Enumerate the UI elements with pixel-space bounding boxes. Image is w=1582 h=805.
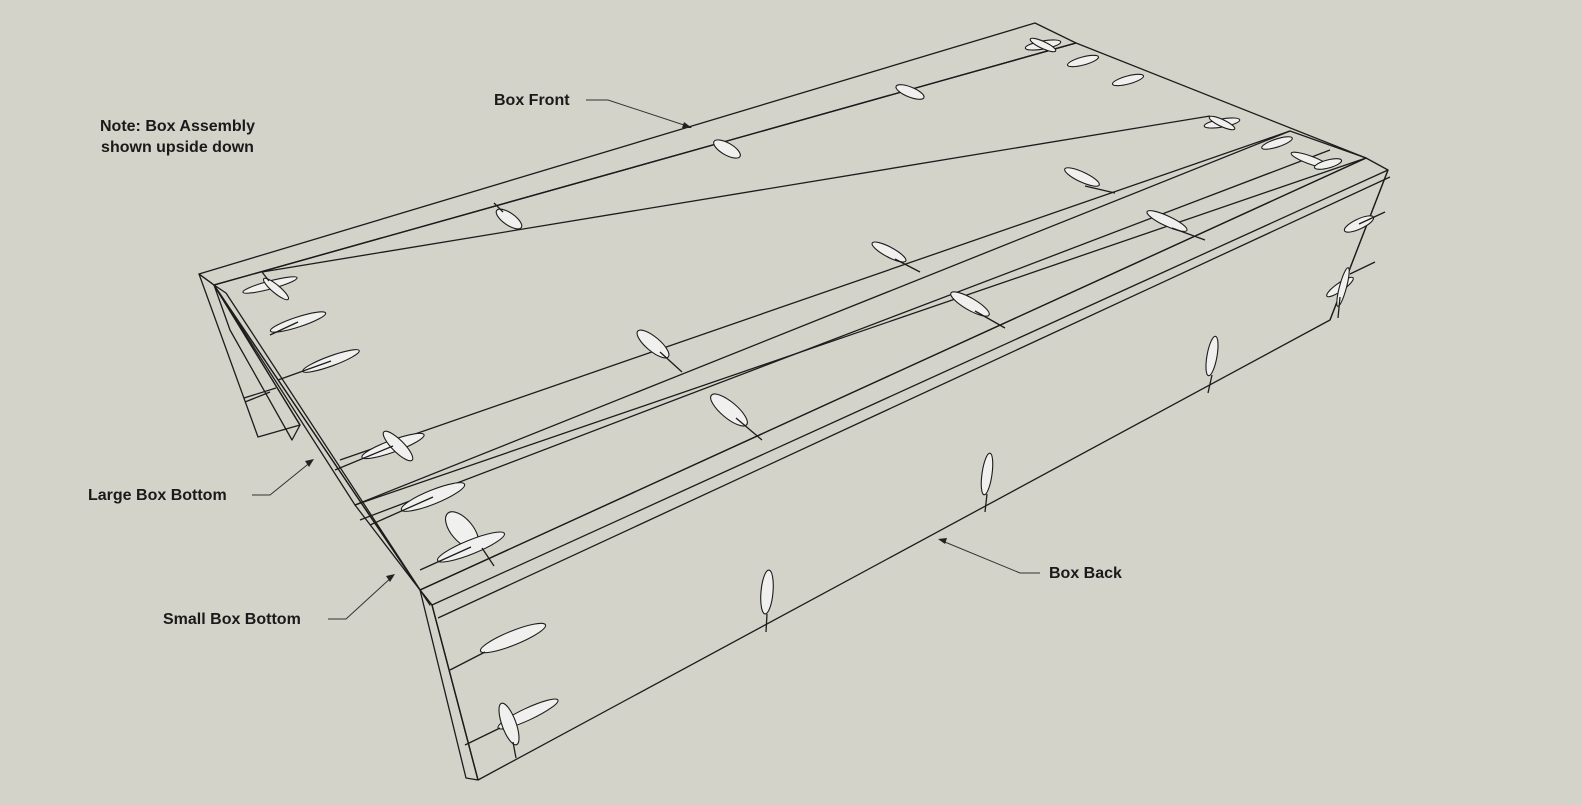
biscuit-slot [1208,115,1236,131]
biscuit-slots [242,37,1375,746]
bottom-panels-left-edge [213,284,421,591]
biscuit-slot [1111,73,1145,87]
box-back-end-face [419,589,479,781]
biscuit-slot [980,452,994,496]
biscuit-slot [1336,267,1350,307]
biscuit-slot [1205,335,1219,377]
box-front-leader-arrow [682,122,692,128]
label-large-box-bottom: Large Box Bottom [88,487,227,504]
leader-lines [252,99,1040,620]
label-small-box-bottom: Small Box Bottom [163,611,301,628]
biscuit-slot [713,139,741,159]
biscuit-slot [1313,158,1343,170]
biscuit-slot [710,393,748,427]
label-box-front: Box Front [494,92,570,109]
biscuit-slot [495,208,523,230]
biscuit-slot [871,241,907,263]
biscuit-slot [760,569,774,615]
assembly-note-line1: Note: Box Assembly [100,118,255,135]
large-box-bottom-leader [252,460,313,496]
biscuit-slot [636,329,670,359]
biscuit-slot [1146,210,1188,232]
label-box-back: Box Back [1049,565,1122,582]
small-box-bottom-leader-arrow [386,574,395,582]
large-box-bottom-leader-arrow [305,459,314,467]
biscuit-slot [1066,54,1100,68]
box-front-end-face [213,284,301,441]
box-back-leader [939,539,1040,574]
biscuit-joint-lines [244,185,1386,759]
box-back-leader-arrow [938,538,947,544]
biscuit-slot [1064,167,1100,187]
biscuit-slot [262,277,290,301]
box-back-panel [419,157,1389,781]
biscuit-slot [382,430,414,462]
biscuit-slot [1029,37,1057,53]
box-back-top-edge [431,169,1389,606]
biscuit-slot [895,84,925,100]
biscuit-slot [950,291,990,317]
biscuit-slot [479,622,547,654]
small-bottom-inner-edge [359,149,1331,521]
small-box-bottom-leader [328,575,394,620]
box-front-rail [198,22,1077,286]
box-front-glue-line [261,115,1211,273]
biscuit-slot [1261,136,1293,150]
assembly-note-line2: shown upside down [101,139,254,156]
assembly-note: Note: Box Assembly shown upside down [70,116,285,158]
box-back-chamfer-line [437,176,1391,619]
box-front-leader [586,99,691,128]
box-front-end-joint [243,387,277,399]
bottom-panel-seam [339,130,1291,461]
biscuit-slot [498,702,520,746]
